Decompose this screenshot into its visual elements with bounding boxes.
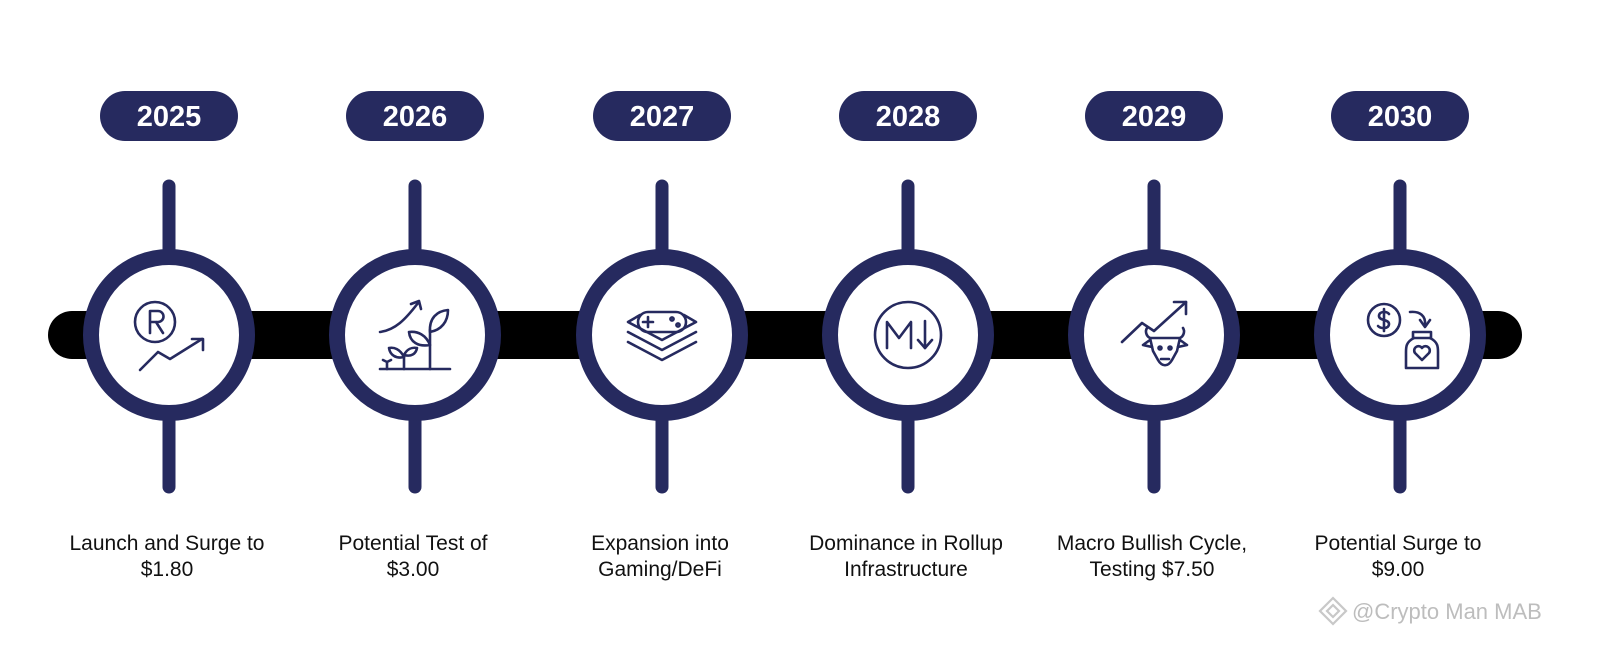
- registered-trend-icon: [133, 300, 205, 372]
- growth-plant-icon: [378, 299, 452, 371]
- milestone-ring: [1068, 249, 1240, 421]
- milestone-caption-line2: Testing $7.50: [1090, 558, 1215, 581]
- milestone-2027: 2027 Expansion into Gaming/DeFi: [576, 91, 748, 581]
- watermark-text: @Crypto Man MAB: [1352, 599, 1542, 624]
- milestone-2028: 2028 Dominance in Rollup Infrastructure: [809, 91, 1003, 581]
- milestone-2025: 2025 Launch and Surge to $1.80: [70, 91, 265, 581]
- milestone-caption-line1: Macro Bullish Cycle,: [1057, 532, 1247, 555]
- year-label: 2027: [630, 101, 695, 133]
- milestone-caption-line2: Gaming/DeFi: [598, 558, 722, 581]
- m-down-arrow-icon: [873, 300, 943, 370]
- milestone-caption-line2: Infrastructure: [844, 558, 968, 581]
- milestone-ring: [576, 249, 748, 421]
- milestone-caption-line1: Potential Surge to: [1315, 532, 1482, 555]
- timeline-bar: [48, 311, 1522, 359]
- milestone-2030: 2030 Potential Surge to $9.00: [1314, 91, 1486, 581]
- milestone-2026: 2026 Potential Test of $3.00: [329, 91, 501, 581]
- year-pill: [1331, 91, 1469, 141]
- milestone-caption-line1: Expansion into: [591, 532, 729, 555]
- milestone-caption-line1: Potential Test of: [338, 532, 487, 555]
- watermark: @Crypto Man MAB: [1318, 596, 1542, 626]
- binance-logo-icon: [1318, 596, 1348, 626]
- milestone-2029: 2029 Macro Bullish Cycle, Testing $7.50: [1057, 91, 1247, 581]
- year-label: 2030: [1368, 101, 1433, 133]
- milestone-caption-line2: $1.80: [141, 558, 194, 581]
- year-pill: [100, 91, 238, 141]
- year-label: 2028: [876, 101, 941, 133]
- year-pill: [839, 91, 977, 141]
- bull-trend-icon: [1120, 300, 1189, 367]
- year-pill: [346, 91, 484, 141]
- year-label: 2025: [137, 101, 202, 133]
- milestone-ring: [822, 249, 994, 421]
- dollar-jar-icon: [1366, 302, 1440, 370]
- milestone-caption-line2: $3.00: [387, 558, 440, 581]
- milestone-ring: [1314, 249, 1486, 421]
- gaming-layers-icon: [626, 310, 698, 362]
- year-label: 2026: [383, 101, 448, 133]
- milestone-caption-line1: Launch and Surge to: [70, 532, 265, 555]
- year-pill: [593, 91, 731, 141]
- milestone-caption-line2: $9.00: [1372, 558, 1425, 581]
- milestone-ring: [329, 249, 501, 421]
- year-pill: [1085, 91, 1223, 141]
- year-label: 2029: [1122, 101, 1187, 133]
- milestone-caption-line1: Dominance in Rollup: [809, 532, 1003, 555]
